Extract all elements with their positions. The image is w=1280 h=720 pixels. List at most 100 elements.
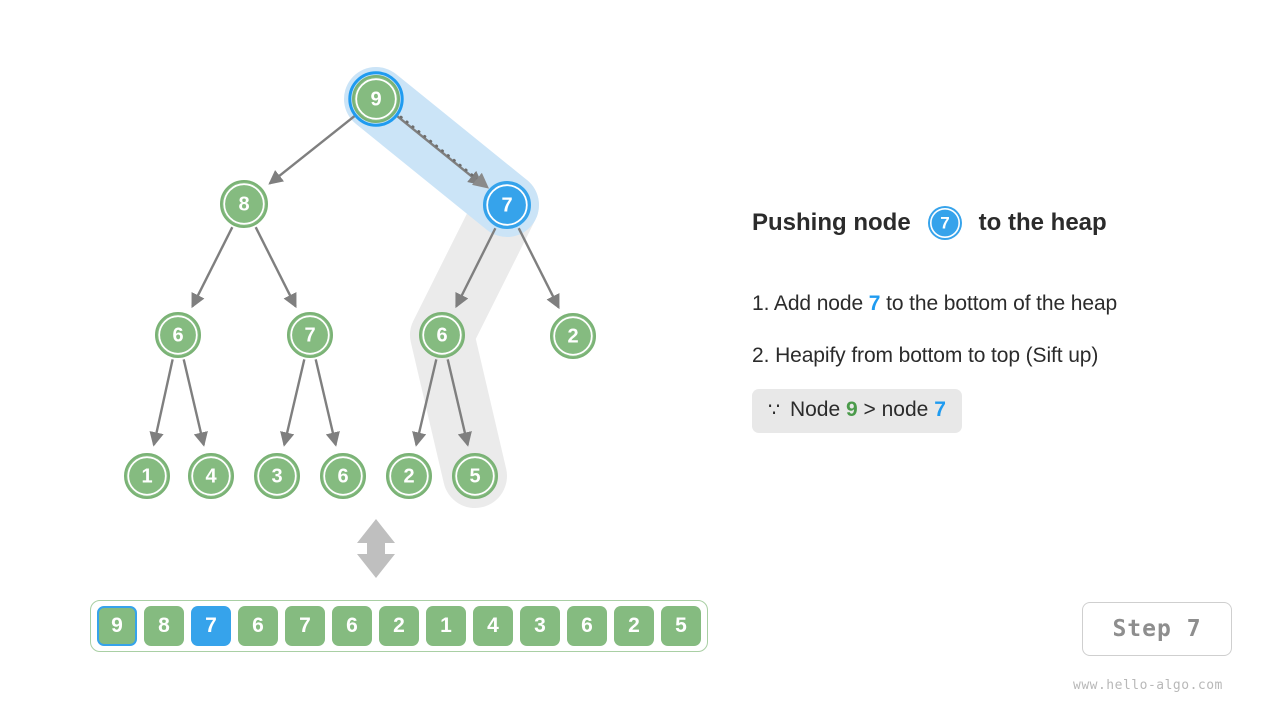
tree-node[interactable]: 2 <box>550 313 596 359</box>
node-label: 6 <box>172 325 183 347</box>
node-core <box>424 317 460 353</box>
array-cell-value: 9 <box>111 614 123 637</box>
node-selection-ring <box>348 71 404 127</box>
array-cell-value: 6 <box>581 614 593 637</box>
node-label: 2 <box>567 326 578 348</box>
array-cell-value: 6 <box>346 614 358 637</box>
tree-edge <box>455 227 497 309</box>
step-line-2: 2. Heapify from bottom to top (Sift up) <box>752 344 1222 368</box>
array-cell-value: 6 <box>252 614 264 637</box>
reason-operator: > <box>863 398 876 421</box>
array-cell-value: 7 <box>299 614 311 637</box>
node-inner-ring <box>290 315 330 355</box>
step-1-pre: Add node <box>773 292 864 315</box>
panel-title-node-badge-label: 7 <box>940 214 949 233</box>
tree-edge <box>314 359 340 447</box>
node-label: 6 <box>337 466 348 488</box>
node-inner-ring <box>422 315 462 355</box>
array-cell[interactable]: 2 <box>614 606 654 646</box>
reason-right-value: 7 <box>934 398 946 421</box>
tree-node[interactable]: 9 <box>348 71 404 127</box>
node-inner-ring <box>191 456 231 496</box>
array-cell[interactable]: 8 <box>144 606 184 646</box>
reason-pre: Node <box>789 398 841 421</box>
array-cell[interactable]: 6 <box>238 606 278 646</box>
node-core <box>160 317 196 353</box>
array-cell[interactable]: 4 <box>473 606 513 646</box>
array-cell-value: 4 <box>487 614 499 637</box>
tree-node[interactable]: 5 <box>452 453 498 499</box>
node-core <box>357 80 395 118</box>
tree-edge <box>268 114 357 185</box>
array-cell-value: 7 <box>205 614 217 637</box>
array-cell[interactable]: 5 <box>661 606 701 646</box>
node-label: 6 <box>436 325 447 347</box>
step-counter-label: Step 7 <box>1112 616 1202 642</box>
node-label: 9 <box>370 89 381 111</box>
array-cell[interactable]: 1 <box>426 606 466 646</box>
tree-edge <box>395 114 483 186</box>
array-cell-value: 2 <box>628 614 640 637</box>
node-inner-ring <box>486 184 528 226</box>
node-label: 4 <box>205 466 217 488</box>
node-inner-ring <box>355 78 397 120</box>
node-inner-ring <box>389 456 429 496</box>
tree-edges <box>149 114 560 447</box>
tree-node[interactable]: 6 <box>320 453 366 499</box>
array-cell-value: 1 <box>440 614 452 637</box>
reason-mid: node <box>881 398 929 421</box>
tree-node[interactable]: 6 <box>155 312 201 358</box>
step-1-index: 1. <box>752 292 770 315</box>
step-line-1: 1. Add node 7 to the bottom of the heap <box>752 292 1222 316</box>
array-cell[interactable]: 9 <box>97 606 137 646</box>
tree-node[interactable]: 7 <box>483 181 531 229</box>
tree-node[interactable]: 2 <box>386 453 432 499</box>
node-core <box>259 458 295 494</box>
node-inner-ring <box>257 456 297 496</box>
panel-title-suffix: to the heap <box>978 209 1107 236</box>
node-core <box>292 317 328 353</box>
array-cell-value: 8 <box>158 614 170 637</box>
panel-title-prefix: Pushing node <box>752 209 911 236</box>
array-cell-value: 5 <box>675 614 687 637</box>
tree-edge <box>182 359 208 447</box>
node-inner-ring <box>223 183 265 225</box>
array-cell-value: 2 <box>393 614 405 637</box>
node-label: 3 <box>271 466 282 488</box>
tree-node[interactable]: 8 <box>220 180 268 228</box>
array-cell[interactable]: 2 <box>379 606 419 646</box>
tree-node[interactable]: 6 <box>419 312 465 358</box>
array-cell[interactable]: 6 <box>567 606 607 646</box>
step-1-value: 7 <box>868 292 881 315</box>
tree-node[interactable]: 4 <box>188 453 234 499</box>
node-inner-ring <box>158 315 198 355</box>
reason-box: ∵ Node 9 > node 7 <box>752 389 962 433</box>
tree-edge <box>254 226 297 309</box>
panel-title-node-badge: 7 <box>927 205 963 241</box>
step-2-index: 2. <box>752 344 770 367</box>
node-core <box>457 458 493 494</box>
node-label: 1 <box>141 466 152 488</box>
node-core <box>225 185 263 223</box>
array-cell[interactable]: 6 <box>332 606 372 646</box>
step-counter-box: Step 7 <box>1082 602 1232 656</box>
double-arrow-vertical-icon <box>357 519 395 578</box>
panel-title: Pushing node 7 to the heap <box>752 200 1222 246</box>
tree-node[interactable]: 7 <box>287 312 333 358</box>
site-watermark: www.hello-algo.com <box>1073 678 1223 693</box>
step-2-pre: Heapify from bottom to top (Sift up) <box>775 344 1099 367</box>
node-core <box>555 318 591 354</box>
tree-node[interactable]: 3 <box>254 453 300 499</box>
array-cell[interactable]: 7 <box>191 606 231 646</box>
node-core <box>325 458 361 494</box>
array-cell[interactable]: 3 <box>520 606 560 646</box>
node-label: 7 <box>304 325 315 347</box>
array-cell[interactable]: 7 <box>285 606 325 646</box>
tree-edge <box>412 359 438 447</box>
tree-node[interactable]: 1 <box>124 453 170 499</box>
step-1-post: to the bottom of the heap <box>886 292 1118 315</box>
